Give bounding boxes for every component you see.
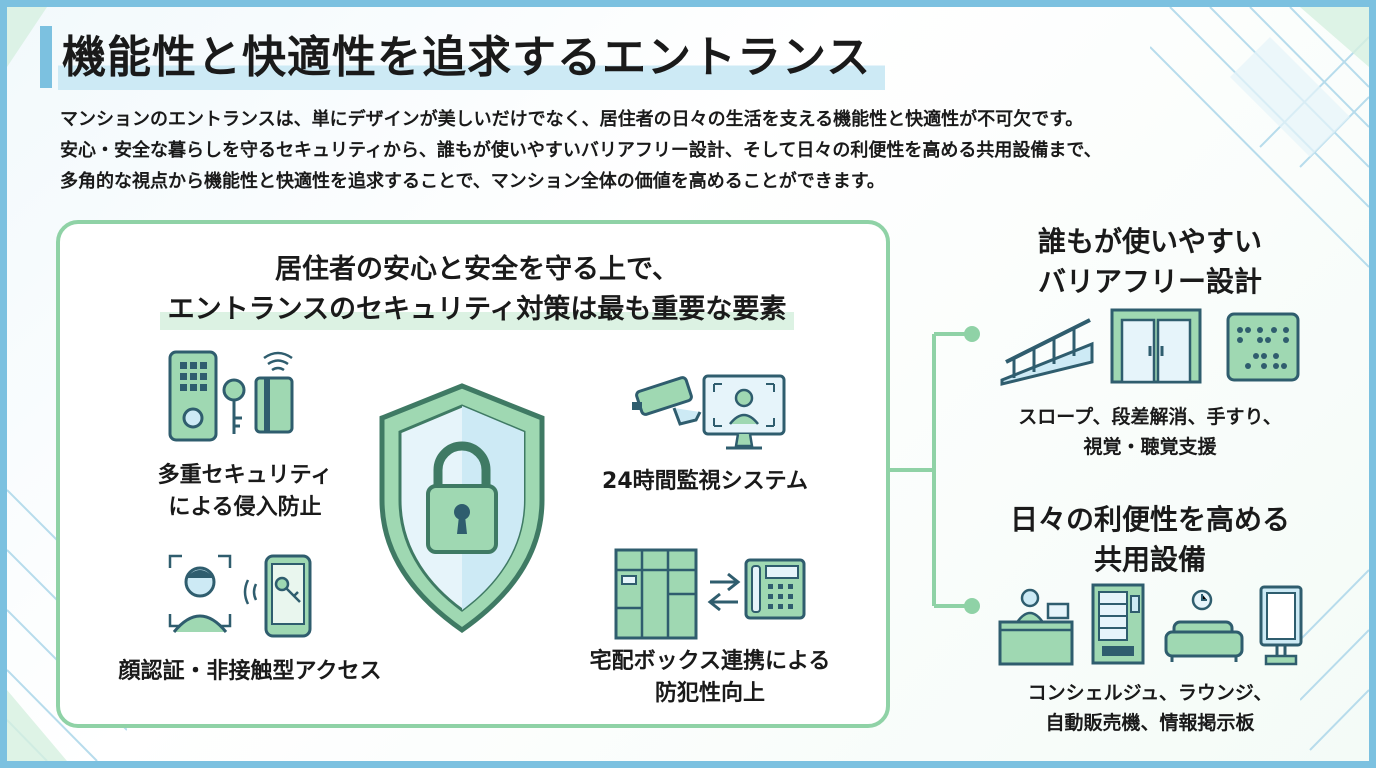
feature-multi-security-label: 多重セキュリティ による侵入防止 (100, 460, 390, 524)
feature-label-line: 多重セキュリティ (157, 463, 333, 488)
feature-delivery-box-label: 宅配ボックス連携による 防犯性向上 (560, 646, 860, 710)
keypad-key-card-icon (168, 350, 294, 442)
barrier-free-heading-line: バリアフリー設計 (1037, 265, 1262, 298)
camera-monitor-icon (632, 374, 786, 450)
facilities-description: コンシェルジュ、ラウンジ、 自動販売機、情報掲示板 (960, 678, 1340, 738)
page-title: 機能性と快適性を追求するエントランス (58, 26, 886, 90)
intro-line: マンションのエントランスは、単にデザインが美しいだけでなく、居住者の日々の生活を… (60, 109, 1084, 130)
feature-label-line: 24時間監視システム (602, 469, 808, 494)
security-heading-line: エントランスのセキュリティ対策は最も重要な要素 (159, 290, 795, 330)
facilities-description-line: 自動販売機、情報掲示板 (1045, 712, 1255, 734)
feature-label-line: 顔認証・非接触型アクセス (118, 659, 382, 684)
facilities-heading-line: 日々の利便性を高める (1009, 503, 1290, 536)
lounge-sofa-icon (1164, 589, 1244, 662)
intro-text: マンションのエントランスは、単にデザインが美しいだけでなく、居住者の日々の生活を… (60, 104, 1320, 197)
braille-icon (1226, 312, 1300, 382)
security-panel: 居住者の安心と安全を守る上で、 エントランスのセキュリティ対策は最も重要な要素 … (56, 220, 890, 728)
shield-lock-icon (379, 383, 545, 634)
security-heading: 居住者の安心と安全を守る上で、 エントランスのセキュリティ対策は最も重要な要素 (60, 250, 894, 330)
barrier-free-heading: 誰もが使いやすい バリアフリー設計 (960, 222, 1340, 302)
barrier-free-description: スロープ、段差解消、手すり、 視覚・聴覚支援 (960, 402, 1340, 462)
feature-24h-monitoring-label: 24時間監視システム (570, 466, 840, 498)
ramp-icon (1000, 318, 1094, 386)
facilities-heading-line: 共用設備 (1093, 543, 1206, 576)
barrier-free-description-line: 視覚・聴覚支援 (1083, 436, 1217, 458)
feature-label-line: 宅配ボックス連携による (589, 649, 831, 674)
locker-intercom-icon (614, 548, 806, 640)
feature-label-line: 防犯性向上 (654, 681, 765, 706)
facilities-description-line: コンシェルジュ、ラウンジ、 (1027, 682, 1273, 704)
concierge-desk-icon (998, 588, 1074, 666)
automatic-door-icon (1110, 308, 1202, 384)
barrier-free-heading-line: 誰もが使いやすい (1037, 225, 1262, 258)
face-phone-key-icon (168, 554, 312, 638)
intro-line: 多角的な視点から機能性と快適性を追求することで、マンション全体の価値を高めること… (60, 171, 885, 192)
vending-machine-icon (1091, 583, 1145, 665)
barrier-free-description-line: スロープ、段差解消、手すり、 (1018, 406, 1282, 428)
facilities-heading: 日々の利便性を高める 共用設備 (960, 500, 1340, 580)
title-accent-bar (40, 26, 52, 88)
intro-line: 安心・安全な暮らしを守るセキュリティから、誰もが使いやすいバリアフリー設計、そし… (60, 140, 1102, 161)
security-heading-line: 居住者の安心と安全を守る上で、 (275, 254, 679, 285)
feature-face-access-label: 顔認証・非接触型アクセス (90, 656, 410, 688)
feature-label-line: による侵入防止 (168, 495, 322, 520)
bulletin-board-icon (1259, 585, 1303, 666)
